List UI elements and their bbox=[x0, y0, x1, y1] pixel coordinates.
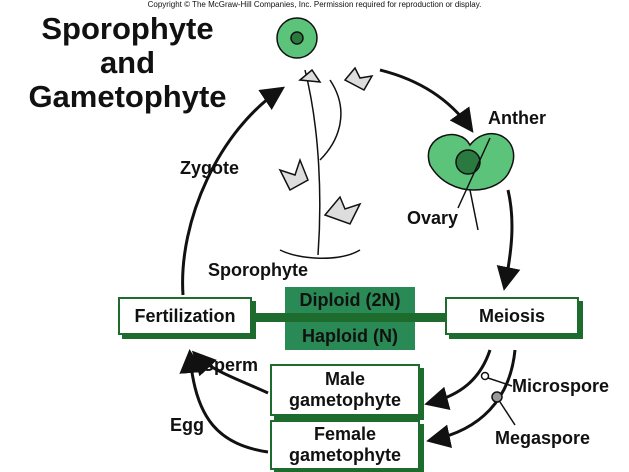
flower-to-meiosis-arrow bbox=[496, 189, 521, 291]
ovary-label: Ovary bbox=[407, 208, 459, 228]
flower-cross-section bbox=[427, 133, 516, 426]
sporophyte-to-flower-arrow bbox=[379, 68, 474, 133]
egg-arrow bbox=[179, 349, 269, 454]
microspore-label: Microspore bbox=[512, 376, 610, 396]
sperm-label: Sperm bbox=[202, 355, 259, 375]
anther-label: Anther bbox=[488, 108, 546, 128]
male-gametophyte-box: Male gametophyte bbox=[270, 364, 420, 416]
fertilization-box: Fertilization bbox=[118, 297, 252, 335]
megaspore-label: Megaspore bbox=[495, 428, 591, 448]
female-gametophyte-box: Female gametophyte bbox=[270, 420, 420, 470]
plant-illustration bbox=[276, 17, 374, 259]
zygote-label: Zygote bbox=[180, 158, 240, 178]
sporophyte-label: Sporophyte bbox=[208, 260, 309, 280]
meiosis-box: Meiosis bbox=[445, 297, 579, 335]
haploid-label: Haploid (N) bbox=[285, 322, 415, 350]
title-line-1: Sporophyte bbox=[41, 11, 214, 46]
title-line-3: Gametophyte bbox=[28, 79, 227, 114]
microspore-arrow bbox=[424, 349, 492, 410]
copyright-notice: Copyright © The McGraw-Hill Companies, I… bbox=[147, 0, 482, 9]
ploidy-divider-bar bbox=[250, 313, 445, 322]
title-line-2: and bbox=[99, 45, 156, 80]
diagram-title: Sporophyte and Gametophyte bbox=[10, 12, 245, 114]
cycle-arrows bbox=[179, 68, 521, 454]
zygote-to-sporophyte-arrow bbox=[181, 86, 285, 296]
megaspore-arrow bbox=[426, 349, 517, 449]
egg-label: Egg bbox=[170, 415, 204, 435]
diploid-label: Diploid (2N) bbox=[285, 287, 415, 313]
